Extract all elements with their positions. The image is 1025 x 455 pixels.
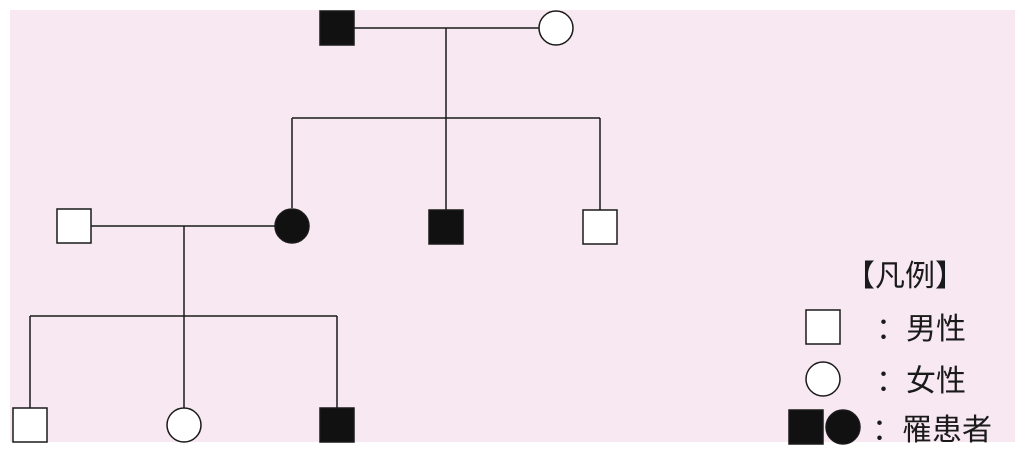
gen3-unaffected-female (166, 407, 202, 443)
legend-female-symbol (805, 361, 841, 397)
legend: 【凡例】 ：男性 ：女性 ：罹患者 (788, 259, 992, 448)
gen3-unaffected-male-1 (12, 407, 48, 443)
gen1-unaffected-female (538, 10, 574, 46)
gen3-affected-male (319, 407, 355, 443)
gen2-unaffected-male (582, 209, 618, 245)
legend-affected-label: ：罹患者 (872, 413, 992, 448)
pedigree-lines (29, 27, 601, 408)
legend-title: 【凡例】 (845, 259, 965, 294)
legend-male-label: ：男性 (876, 312, 966, 347)
gen2-spouse-unaffected-male (56, 208, 92, 244)
gen1-affected-male (319, 10, 355, 46)
gen2-affected-female (274, 208, 310, 244)
legend-affected-square (788, 409, 824, 445)
legend-male-symbol (805, 309, 841, 345)
legend-female-label: ：女性 (876, 364, 966, 399)
gen2-affected-male (428, 209, 464, 245)
legend-affected-circle (825, 409, 861, 445)
